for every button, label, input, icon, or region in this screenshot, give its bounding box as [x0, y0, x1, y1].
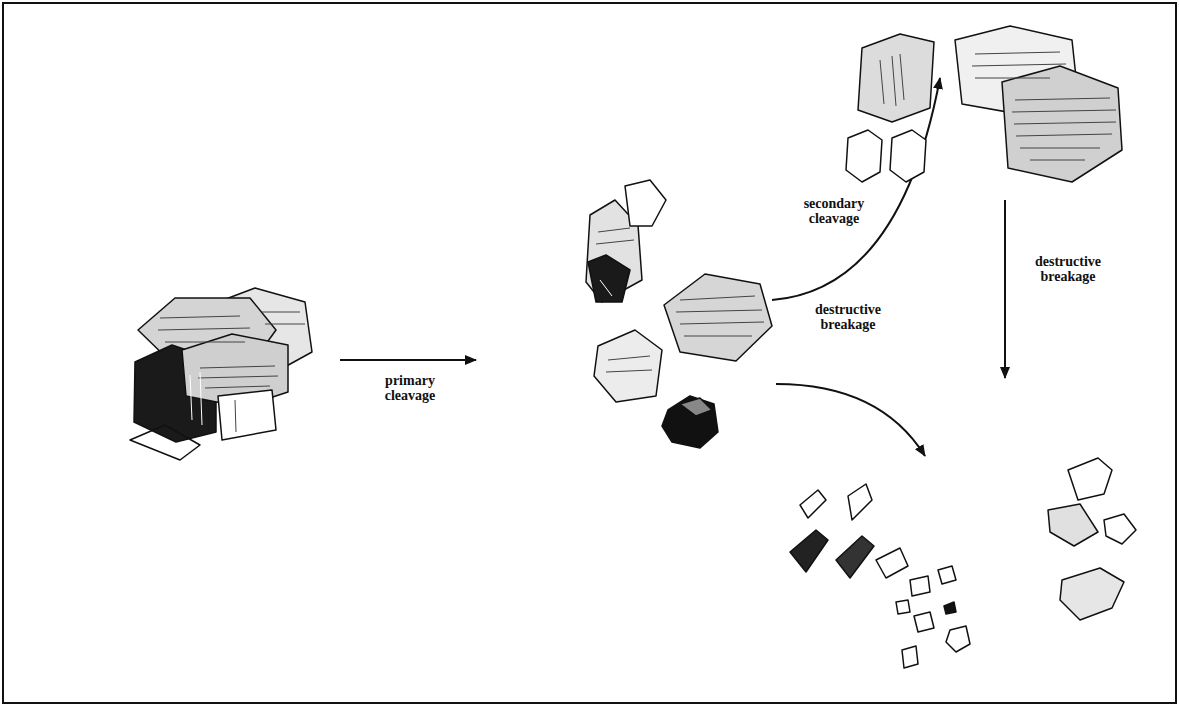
crystal-fragment — [848, 484, 872, 520]
crystal-fragment — [1104, 514, 1136, 544]
crystal-fragment — [790, 530, 828, 572]
arrow-label: primary cleavage — [364, 373, 456, 403]
crystal-fragment — [944, 602, 956, 614]
crystal-group — [846, 26, 1122, 182]
arrow-label: secondary cleavage — [786, 196, 882, 226]
crystal-cluster — [130, 288, 312, 460]
hatch-lines — [158, 312, 305, 432]
crystal-block — [594, 330, 662, 402]
crystal-fragment — [1048, 504, 1098, 546]
crystal-fragment — [902, 646, 918, 668]
crystal-fragment — [800, 490, 826, 518]
crystal-fragment — [896, 600, 910, 614]
crystal-plate — [846, 130, 882, 182]
crystal-plate — [890, 130, 926, 182]
arrow-label: destructive breakage — [1016, 254, 1120, 284]
arrow-label: destructive breakage — [796, 302, 900, 332]
process-arrow — [776, 384, 925, 456]
crystal-fragment — [938, 566, 956, 584]
hatch-lines — [596, 228, 764, 372]
crystal-group — [586, 180, 772, 448]
process-arrow — [340, 359, 476, 361]
crystal-dark — [662, 396, 718, 448]
crystal-facet — [680, 398, 712, 416]
crystal-fragment — [1068, 458, 1112, 500]
crystal-plate — [1002, 66, 1122, 182]
frame-border — [3, 3, 1176, 703]
crystal-prism — [588, 255, 630, 302]
crystal-fragment — [914, 612, 934, 632]
crystal-fragment — [946, 626, 970, 652]
hatch-lines — [880, 52, 1116, 160]
crystal-plate — [858, 34, 934, 122]
crystal-fragment — [910, 576, 930, 596]
crystal-fragment — [836, 536, 874, 578]
crystal-fragment — [1060, 568, 1124, 620]
crystal-plate — [664, 274, 772, 361]
crystal-outline — [130, 425, 200, 460]
crystal-fragment — [876, 548, 908, 578]
crystal-prism — [625, 180, 666, 226]
crystal-block — [218, 390, 276, 440]
process-arrow — [1004, 200, 1006, 378]
fragment-group — [790, 458, 1136, 668]
